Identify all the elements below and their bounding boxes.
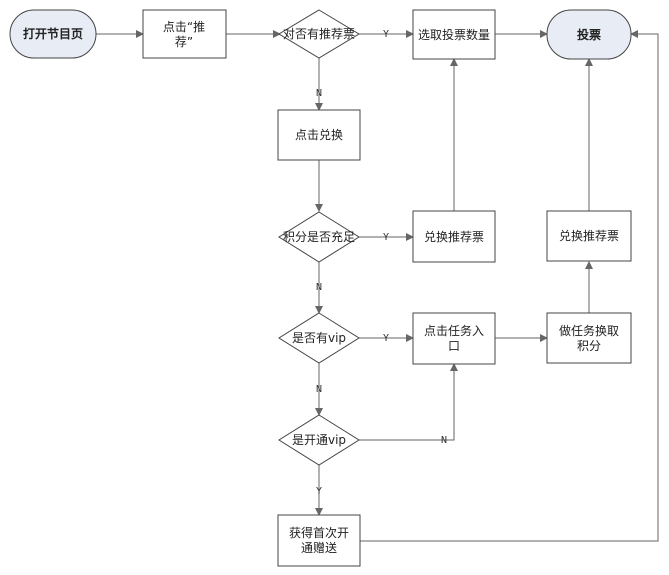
node-vote: 投票: [546, 9, 632, 60]
node-first-gift: 获得首次开 通赠送: [277, 514, 361, 567]
node-first-gift-line1: 获得首次开: [289, 525, 349, 540]
node-do-task-line2: 积分: [577, 339, 601, 353]
node-has-ticket: 对否有推荐票: [278, 9, 360, 59]
label-hasvip-yes: Y: [383, 333, 389, 344]
node-tap-exchange-label: 点击兑换: [295, 128, 343, 142]
node-task-entry: 点击任务入 口: [412, 312, 496, 365]
node-open-page: 打开节目页: [9, 9, 97, 59]
node-open-page-label: 打开节目页: [23, 26, 83, 41]
node-has-ticket-label: 对否有推荐票: [283, 27, 355, 41]
edges: [96, 30, 659, 542]
node-first-gift-line2: 通赠送: [301, 540, 337, 555]
label-hasticket-no: N: [316, 88, 322, 99]
edge-gift-to-vote: [360, 30, 659, 542]
node-opened-vip-label: 是开通vip: [292, 433, 346, 447]
node-task-entry-line2: 口: [448, 339, 460, 353]
node-do-task: 做任务换取 积分: [546, 312, 632, 364]
edge-openedvip-to-task: [359, 363, 458, 441]
node-has-vip-label: 是否有vip: [292, 331, 346, 345]
node-tap-recommend: 点击“推 荐”: [142, 9, 227, 59]
node-points-enough: 积分是否充足: [278, 211, 360, 263]
node-opened-vip: 是开通vip: [278, 414, 360, 466]
node-do-task-line1: 做任务换取: [559, 323, 619, 338]
node-exchange-ticket-2: 兑换推荐票: [546, 210, 632, 262]
label-openedvip-no: N: [441, 435, 447, 446]
node-exchange-ticket-1-label: 兑换推荐票: [424, 230, 484, 244]
node-exchange-ticket-2-label: 兑换推荐票: [559, 229, 619, 243]
node-points-enough-label: 积分是否充足: [283, 229, 355, 244]
node-exchange-ticket-1: 兑换推荐票: [412, 210, 496, 263]
node-select-count: 选取投票数量: [412, 9, 496, 60]
label-hasticket-yes: Y: [383, 29, 389, 40]
label-points-yes: Y: [383, 232, 389, 243]
label-openedvip-yes: Y: [316, 486, 322, 497]
node-has-vip: 是否有vip: [278, 312, 360, 364]
node-tap-recommend-line1: 点击“推: [163, 20, 205, 34]
node-task-entry-line1: 点击任务入: [424, 323, 484, 338]
node-tap-exchange: 点击兑换: [277, 109, 361, 161]
node-select-count-label: 选取投票数量: [418, 27, 490, 42]
node-tap-recommend-line2: 荐”: [175, 35, 193, 49]
node-vote-label: 投票: [577, 27, 601, 42]
label-points-no: N: [316, 282, 322, 293]
edge-labels: Y N Y N Y N N Y: [316, 29, 447, 497]
label-hasvip-no: N: [316, 384, 322, 395]
